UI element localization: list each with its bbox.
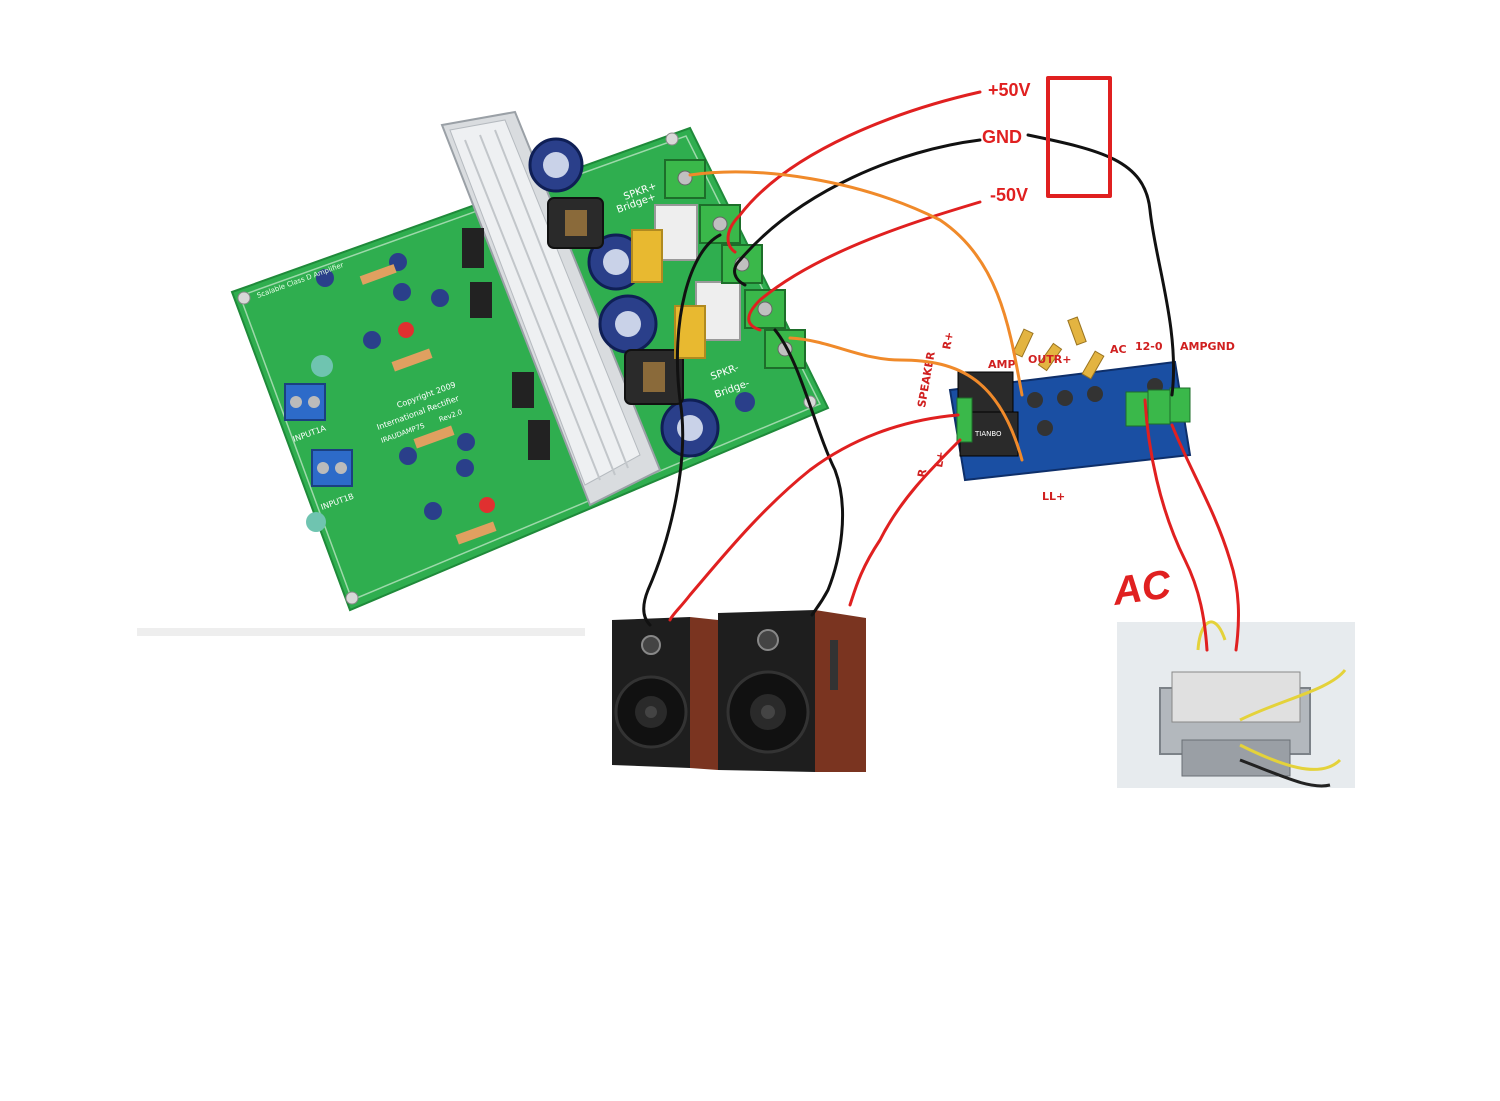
- label-amp: AMP: [988, 358, 1016, 371]
- wire-orange-bridge: [788, 336, 1024, 462]
- label-plus50v: +50V: [988, 80, 1031, 100]
- label-r-plus: R+: [940, 331, 956, 351]
- wire-red-left-speaker: [668, 413, 960, 622]
- wire-orange-spkr-plus: [688, 170, 1024, 397]
- wire-red-right-speaker: [848, 438, 962, 607]
- label-gnd: GND: [982, 127, 1022, 147]
- wire-black-right-speaker: [773, 328, 845, 617]
- label-outr: OUTR+: [1028, 353, 1071, 366]
- wires: [642, 76, 1240, 652]
- label-ac: AC: [1110, 343, 1127, 356]
- label-minus50v: -50V: [990, 185, 1028, 205]
- speaker-protection-board: TIANBO R+ AMP OUTR+ AC 12-0 AMPGND SPEAK…: [890, 285, 1235, 503]
- amplifier-board: Scalable Class D Amplifier Copyright 200…: [217, 110, 830, 612]
- output-terminal-block: [664, 159, 806, 369]
- label-12-0: 12-0: [1135, 340, 1163, 353]
- label-ac-handwritten: AC: [1109, 562, 1174, 614]
- wire-gnd-protection: [1026, 133, 1176, 397]
- wire-gnd-amp: [733, 138, 982, 287]
- power-supply-box: [1046, 76, 1112, 198]
- wire-ac-2: [1170, 423, 1240, 652]
- label-ll: LL+: [1042, 490, 1065, 503]
- capacitor-group: [528, 137, 720, 458]
- wire-black-left-speaker: [642, 233, 722, 627]
- label-r: R: [915, 467, 929, 478]
- relay-brand-label: TIANBO: [974, 430, 1002, 438]
- speakers: [608, 605, 878, 780]
- spade-connectors: [1012, 316, 1105, 380]
- wire-ac-1: [1143, 398, 1209, 652]
- wire-plus50v: [726, 90, 982, 254]
- label-ampgnd: AMPGND: [1180, 340, 1235, 353]
